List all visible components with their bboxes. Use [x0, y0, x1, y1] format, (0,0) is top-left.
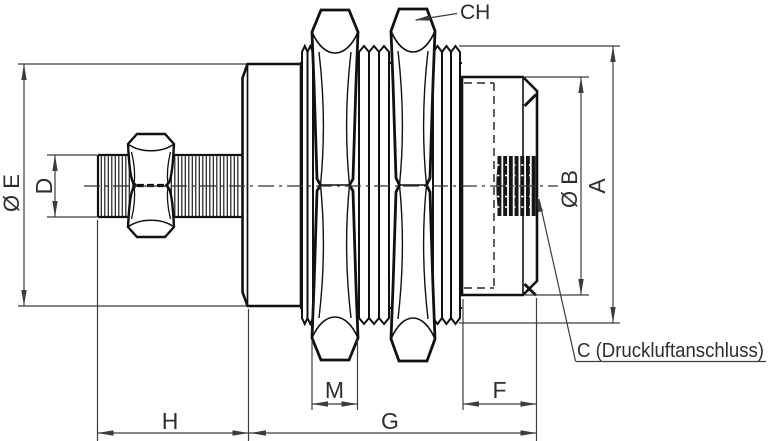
dim-label-a: A — [584, 178, 610, 194]
dim-label-diameter-e: Ø E — [0, 174, 24, 212]
dim-label-h: H — [162, 408, 179, 434]
dim-label-g: G — [381, 408, 399, 434]
dim-label-f: F — [492, 377, 506, 403]
dimension-arrows — [21, 15, 616, 436]
dimension-lines — [18, 12, 766, 441]
bulkhead-thread-crests — [301, 43, 461, 327]
dim-label-m: M — [325, 377, 344, 403]
body-flange — [241, 62, 303, 308]
panel-nut-2 — [389, 7, 437, 363]
dim-label-diameter-b: Ø B — [557, 170, 582, 208]
panel-nut-1 — [310, 8, 360, 362]
dim-label-d: D — [31, 178, 57, 195]
hidden-bore-lines — [464, 82, 495, 289]
label-air-port-c: C (Druckluftanschluss) — [577, 340, 764, 362]
label-wrench-size-ch: CH — [460, 1, 490, 24]
